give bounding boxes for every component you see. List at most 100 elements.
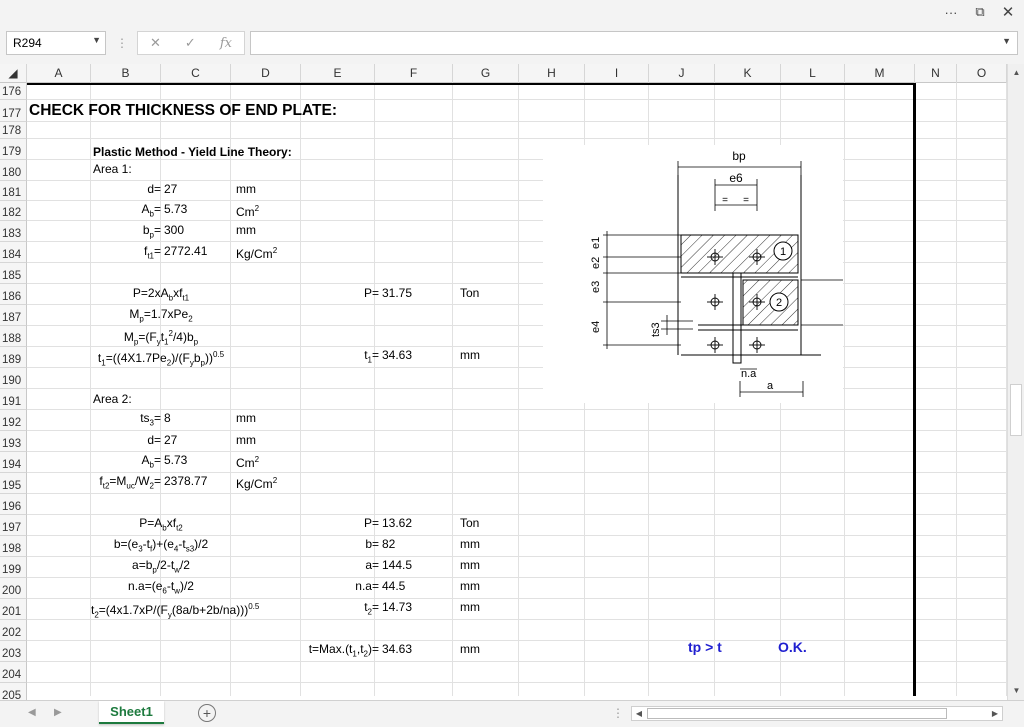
row-header-178[interactable]: 178 xyxy=(0,122,27,139)
scroll-right-icon[interactable]: ▶ xyxy=(991,709,999,718)
column-header-i[interactable]: I xyxy=(585,64,649,83)
gridline-horizontal xyxy=(27,304,1007,305)
row-header-197[interactable]: 197 xyxy=(0,515,27,536)
function-icon[interactable]: fx xyxy=(219,35,232,51)
expand-formula-icon[interactable]: ▼ xyxy=(1002,36,1011,46)
formula-input[interactable]: ▼ xyxy=(250,31,1018,55)
column-header-j[interactable]: J xyxy=(649,64,715,83)
row-header-191[interactable]: 191 xyxy=(0,389,27,410)
name-box[interactable]: R294 ▼ xyxy=(6,31,106,55)
check-result: O.K. xyxy=(778,639,807,655)
scroll-left-icon[interactable]: ◀ xyxy=(635,709,643,718)
row-header-193[interactable]: 193 xyxy=(0,431,27,452)
close-window-icon[interactable]: ✕ xyxy=(1001,4,1015,21)
row-header-177[interactable]: 177 xyxy=(0,100,27,122)
row-header-184[interactable]: 184 xyxy=(0,242,27,263)
e1-text: e1 xyxy=(590,237,602,249)
vertical-scroll-thumb[interactable] xyxy=(1010,384,1022,436)
tmax-unit: mm xyxy=(460,642,480,656)
column-header-e[interactable]: E xyxy=(301,64,375,83)
vertical-scrollbar[interactable]: ▲ ▼ xyxy=(1007,64,1024,700)
eq-text-1: = xyxy=(722,195,728,206)
ab-label-text: A xyxy=(141,202,150,216)
row-header-202[interactable]: 202 xyxy=(0,620,27,641)
row-header-199[interactable]: 199 xyxy=(0,557,27,578)
ft1-label: ft1= xyxy=(143,244,161,261)
row-header-194[interactable]: 194 xyxy=(0,452,27,473)
column-header-n[interactable]: N xyxy=(915,64,957,83)
row-header-201[interactable]: 201 xyxy=(0,599,27,620)
ts3-unit: mm xyxy=(236,411,256,425)
row-header-196[interactable]: 196 xyxy=(0,494,27,515)
column-header-k[interactable]: K xyxy=(715,64,781,83)
mp1-rest: =1.7xPe xyxy=(143,307,189,321)
row-header-204[interactable]: 204 xyxy=(0,662,27,683)
kgcm2-text-2: Kg/Cm xyxy=(236,477,273,491)
title-bar: ··· ⧉ ✕ xyxy=(0,0,1024,24)
row-header-200[interactable]: 200 xyxy=(0,578,27,599)
gridline-vertical xyxy=(230,83,231,696)
column-header-l[interactable]: L xyxy=(781,64,845,83)
t2-value: 14.73 xyxy=(382,600,413,614)
drag-handle-icon[interactable]: ⋮ xyxy=(116,36,128,50)
e6-text: e6 xyxy=(729,171,743,185)
tab-sheet1[interactable]: Sheet1 xyxy=(99,701,164,724)
worksheet-grid[interactable]: CHECK FOR THICKNESS OF END PLATE: Plasti… xyxy=(27,83,1007,696)
scroll-up-icon[interactable]: ▲ xyxy=(1012,68,1021,77)
row-header-179[interactable]: 179 xyxy=(0,139,27,160)
column-header-f[interactable]: F xyxy=(375,64,453,83)
horizontal-scroll-thumb[interactable] xyxy=(647,708,947,719)
column-header-m[interactable]: M xyxy=(845,64,915,83)
cancel-icon[interactable]: ✕ xyxy=(150,35,161,50)
check-condition: tp > t xyxy=(688,639,722,655)
t1-label-text: t xyxy=(364,348,368,362)
row-header-195[interactable]: 195 xyxy=(0,473,27,494)
column-header-g[interactable]: G xyxy=(453,64,519,83)
enter-icon[interactable]: ✓ xyxy=(184,35,196,50)
row-header-185[interactable]: 185 xyxy=(0,263,27,284)
row-header-192[interactable]: 192 xyxy=(0,410,27,431)
column-header-b[interactable]: B xyxy=(91,64,161,83)
column-header-d[interactable]: D xyxy=(231,64,301,83)
next-sheet-icon[interactable]: ▶ xyxy=(54,707,62,718)
column-header-a[interactable]: A xyxy=(27,64,91,83)
select-all-corner[interactable]: ◢ xyxy=(0,64,27,83)
add-sheet-button[interactable]: + xyxy=(198,704,216,722)
row-header-198[interactable]: 198 xyxy=(0,536,27,557)
row-header-203[interactable]: 203 xyxy=(0,641,27,662)
prev-sheet-icon[interactable]: ◀ xyxy=(28,707,36,718)
column-header-h[interactable]: H xyxy=(519,64,585,83)
column-header-c[interactable]: C xyxy=(161,64,231,83)
row-header-187[interactable]: 187 xyxy=(0,305,27,326)
row-header-176[interactable]: 176 xyxy=(0,83,27,100)
row-header-190[interactable]: 190 xyxy=(0,368,27,389)
tab-splitter-icon[interactable]: ⋮ xyxy=(612,706,624,720)
gridline-horizontal xyxy=(27,472,1007,473)
row-header-180[interactable]: 180 xyxy=(0,160,27,181)
p1-unit: Ton xyxy=(460,286,480,300)
restore-window-icon[interactable]: ⧉ xyxy=(975,4,985,19)
horizontal-scrollbar[interactable]: ◀ ▶ xyxy=(631,706,1003,721)
row-header-182[interactable]: 182 xyxy=(0,201,27,221)
ts3-value: 8 xyxy=(164,411,171,425)
chevron-down-icon[interactable]: ▼ xyxy=(92,35,101,45)
row-header-189[interactable]: 189 xyxy=(0,347,27,368)
row-header-188[interactable]: 188 xyxy=(0,326,27,347)
column-header-o[interactable]: O xyxy=(957,64,1007,83)
b-label: b= xyxy=(365,537,379,551)
scroll-down-icon[interactable]: ▼ xyxy=(1012,686,1021,695)
row-header-186[interactable]: 186 xyxy=(0,284,27,305)
gridline-vertical xyxy=(956,83,957,696)
row-header-205[interactable]: 205 xyxy=(0,683,27,704)
row-header-183[interactable]: 183 xyxy=(0,221,27,242)
ft2-value: 2378.77 xyxy=(164,474,208,488)
e3-text: e3 xyxy=(590,281,602,293)
row-header-181[interactable]: 181 xyxy=(0,181,27,201)
gridline-vertical xyxy=(300,83,301,696)
kgcm2-text: Kg/Cm xyxy=(236,247,273,261)
tmax-label-text: t=Max.(t xyxy=(308,642,353,656)
p2-unit: Ton xyxy=(460,516,480,530)
na-formula-text: n.a=(e xyxy=(128,579,163,593)
more-options-icon[interactable]: ··· xyxy=(944,4,958,20)
